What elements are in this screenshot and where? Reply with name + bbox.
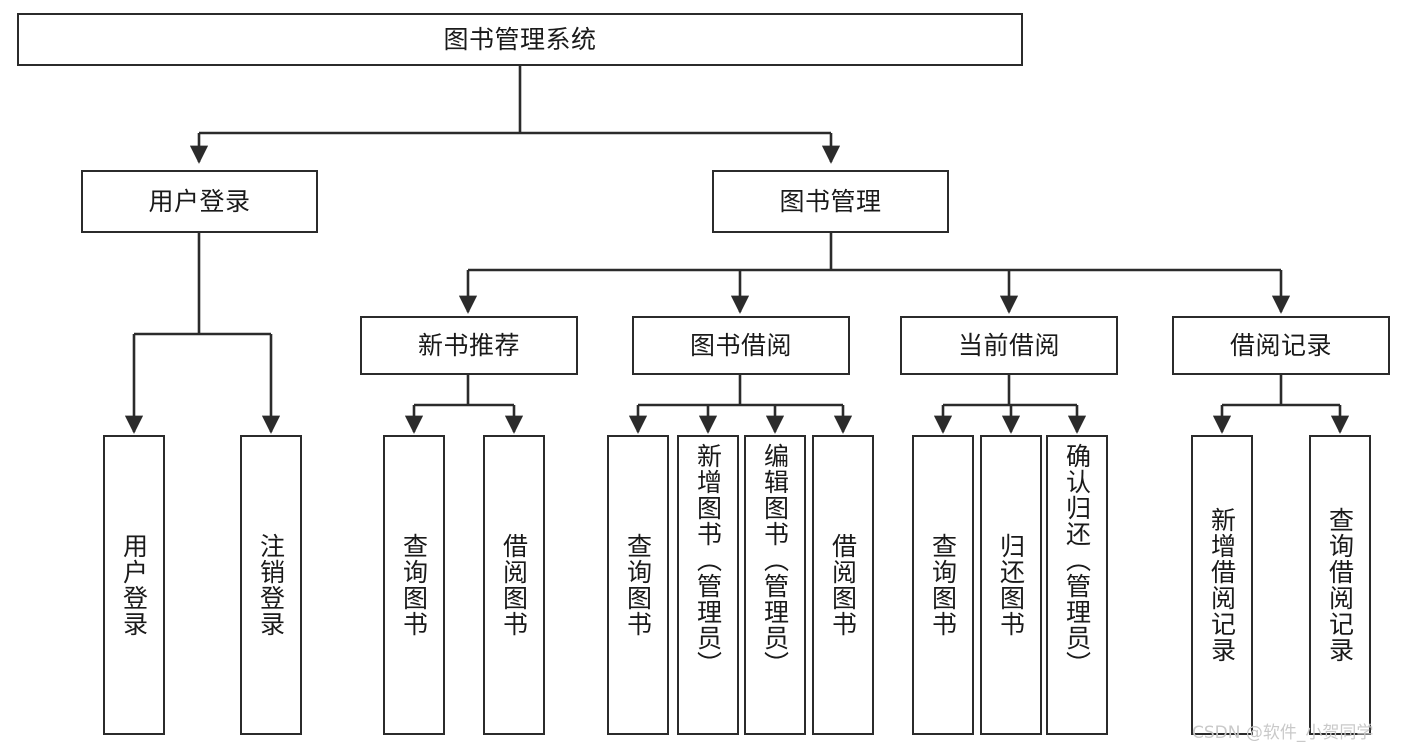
node-label: 借阅记录 [1229,330,1332,360]
node-label: 用户登录 [119,533,149,637]
node-label: 借阅图书 [499,533,529,637]
node-leaf-query-book-3[interactable]: 查询图书 [912,435,974,735]
node-label: 查询图书 [623,533,653,637]
node-leaf-user-login[interactable]: 用户登录 [103,435,165,735]
node-label: 用户登录 [148,186,251,216]
node-label: 新增图书（管理员） [693,443,723,677]
node-label: 图书借阅 [689,330,792,360]
node-label: 查询图书 [399,533,429,637]
node-label: 图书管理 [779,186,882,216]
node-label: 当前借阅 [957,330,1060,360]
node-label: 查询图书 [928,533,958,637]
node-borrow-record[interactable]: 借阅记录 [1172,316,1390,375]
node-label: 注销登录 [256,533,286,637]
node-leaf-borrow-book-2[interactable]: 借阅图书 [812,435,874,735]
node-leaf-add-book[interactable]: 新增图书（管理员） [677,435,739,735]
node-label: 编辑图书（管理员） [760,443,790,677]
csdn-watermark: CSDN @软件_小贺同学 [1192,723,1374,743]
node-label: 新增借阅记录 [1207,507,1237,663]
node-label: 查询借阅记录 [1325,507,1355,663]
node-leaf-query-record[interactable]: 查询借阅记录 [1309,435,1371,735]
node-label: 图书管理系统 [443,24,597,54]
node-user-login[interactable]: 用户登录 [81,170,318,233]
node-leaf-edit-book[interactable]: 编辑图书（管理员） [744,435,806,735]
node-label: 归还图书 [996,533,1026,637]
node-leaf-query-book-2[interactable]: 查询图书 [607,435,669,735]
node-label: 新书推荐 [417,330,520,360]
node-leaf-borrow-book-1[interactable]: 借阅图书 [483,435,545,735]
node-new-book-recommend[interactable]: 新书推荐 [360,316,578,375]
node-leaf-add-record[interactable]: 新增借阅记录 [1191,435,1253,735]
node-leaf-logout-login[interactable]: 注销登录 [240,435,302,735]
node-current-borrow[interactable]: 当前借阅 [900,316,1118,375]
node-root-system[interactable]: 图书管理系统 [17,13,1023,66]
node-book-management[interactable]: 图书管理 [712,170,949,233]
node-label: 借阅图书 [828,533,858,637]
node-label: 确认归还（管理员） [1062,443,1092,677]
node-leaf-return-book[interactable]: 归还图书 [980,435,1042,735]
node-leaf-query-book-1[interactable]: 查询图书 [383,435,445,735]
node-book-borrow[interactable]: 图书借阅 [632,316,850,375]
node-leaf-confirm-return[interactable]: 确认归还（管理员） [1046,435,1108,735]
